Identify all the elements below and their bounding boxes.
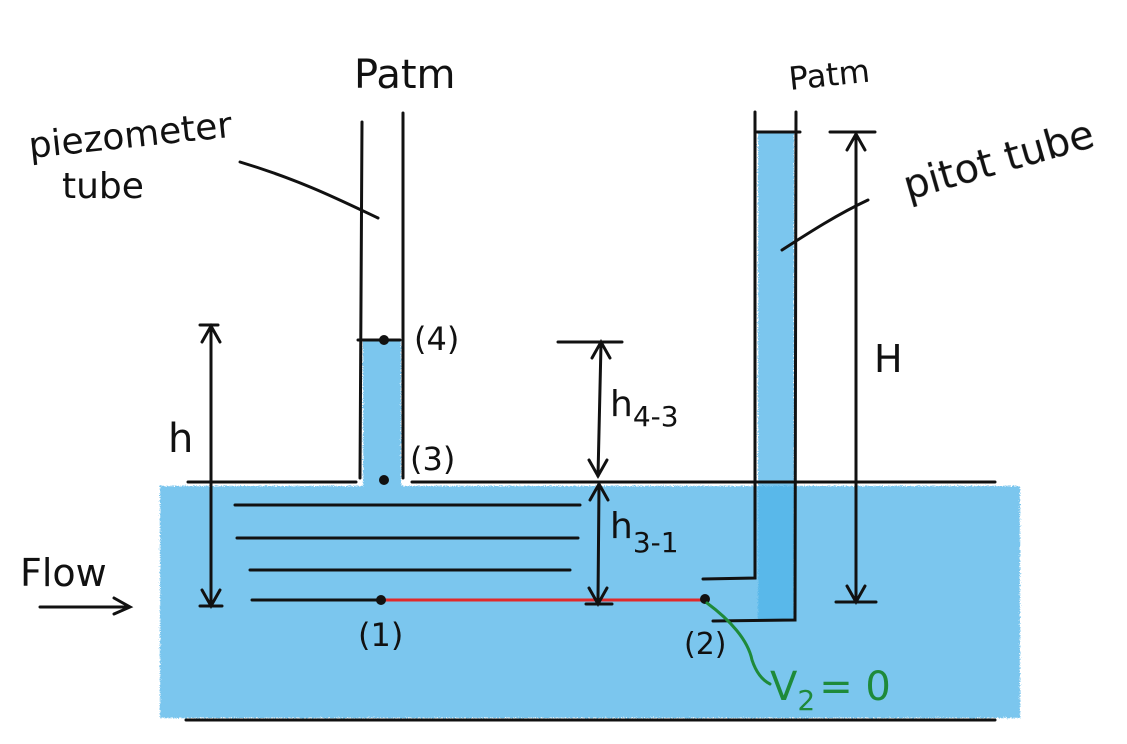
channel-lines bbox=[184, 480, 997, 722]
point-1-dot bbox=[376, 595, 386, 605]
point-3-label: (3) bbox=[410, 440, 455, 478]
v2-label-rest: = 0 bbox=[819, 664, 891, 710]
h43-label-sub: 4-3 bbox=[633, 400, 679, 433]
h31-arrow-line bbox=[596, 484, 601, 602]
dimension-h bbox=[198, 322, 224, 610]
h43-arrow-head-top bbox=[590, 338, 612, 360]
pitot-wall-outer bbox=[711, 110, 798, 623]
water-channel bbox=[160, 486, 1020, 718]
pitot-leader bbox=[780, 198, 870, 252]
piezometer-label-line2: tube bbox=[62, 166, 144, 207]
flow-arrow-head bbox=[112, 596, 134, 616]
h31-label-sub: 3-1 bbox=[633, 526, 679, 559]
H-label: H bbox=[874, 337, 903, 381]
v2-label-sub: 2 bbox=[797, 684, 815, 717]
h-label: h bbox=[168, 416, 193, 462]
h43-arrow-head-bottom bbox=[587, 458, 609, 480]
flow-label: Flow bbox=[20, 551, 107, 595]
pitot-wall-inner bbox=[701, 110, 757, 581]
dimension-H bbox=[828, 130, 878, 606]
h-arrow-head-top bbox=[200, 322, 222, 344]
dimension-h43 bbox=[556, 338, 624, 480]
h31-label: h3-1 bbox=[610, 506, 679, 559]
pitot-tube-label: pitot tube bbox=[898, 111, 1099, 209]
piezometer-water-column bbox=[363, 340, 401, 486]
piezometer-wall-left bbox=[358, 120, 364, 480]
h31-label-main: h bbox=[610, 506, 633, 547]
h-arrow-head-bottom bbox=[200, 588, 222, 610]
water-body bbox=[160, 132, 1020, 718]
point-4-label: (4) bbox=[414, 320, 459, 358]
patm-right-label: Patm bbox=[787, 52, 872, 98]
H-arrow-head-top bbox=[845, 130, 867, 152]
h43-label: h4-3 bbox=[610, 384, 679, 433]
piezometer-leader bbox=[238, 160, 380, 220]
v2-label: V2= 0 bbox=[770, 664, 891, 717]
H-arrow-head-bottom bbox=[845, 584, 867, 606]
point-4-dot bbox=[379, 335, 389, 345]
point-1-label: (1) bbox=[358, 616, 403, 654]
piezometer-tube bbox=[238, 111, 405, 480]
pitot-tube bbox=[701, 110, 870, 623]
piezometer-label-line1: piezometer bbox=[27, 105, 235, 167]
point-3-dot bbox=[379, 475, 389, 485]
h43-label-main: h bbox=[610, 384, 633, 425]
v2-leader bbox=[705, 601, 772, 686]
pitot-water-column bbox=[758, 132, 794, 620]
point-2-dot bbox=[700, 594, 710, 604]
point-2-label: (2) bbox=[684, 627, 727, 662]
patm-left-label: Patm bbox=[354, 52, 455, 98]
h31-arrow-head-top bbox=[588, 480, 610, 502]
dimension-h31 bbox=[584, 480, 614, 608]
h43-arrow-line bbox=[596, 342, 603, 478]
points bbox=[376, 335, 710, 605]
v2-label-main: V bbox=[770, 664, 798, 710]
flow-arrow bbox=[38, 596, 134, 616]
